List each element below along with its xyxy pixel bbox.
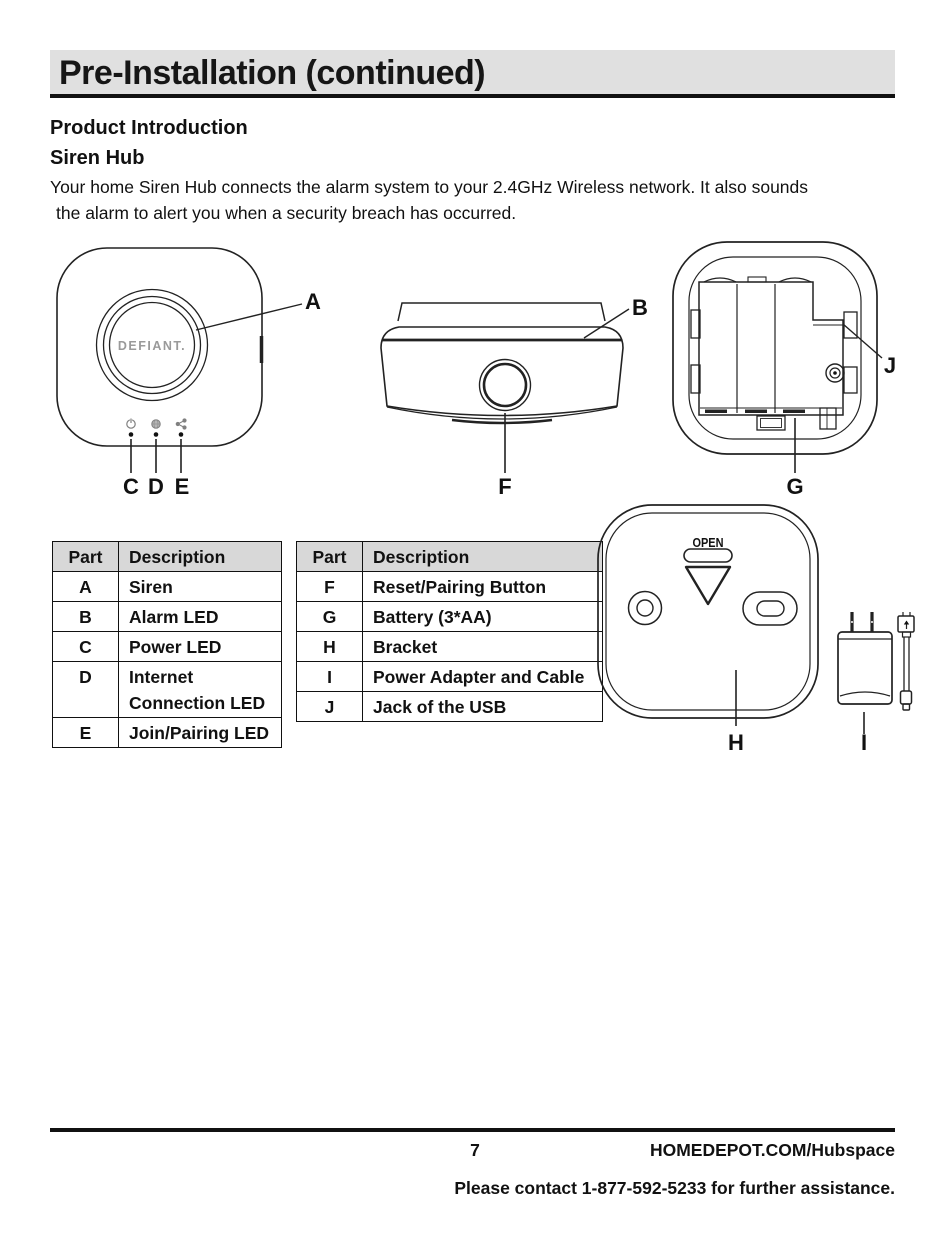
table-row: A Siren [52,571,282,602]
part-cell: H [296,631,363,662]
part-label-c: C [123,474,139,499]
hub-back-illustration [672,241,883,473]
part-label-a: A [305,289,321,314]
siren-ring-outer [95,288,209,402]
table-row: J Jack of the USB [296,691,603,722]
description-cell: Power LED [118,631,282,662]
mounting-hole-round [627,590,663,626]
accessories-diagram: OPEN [597,504,915,755]
table-header-part: Part [296,541,363,572]
table-row: I Power Adapter and Cable [296,661,603,692]
intro-paragraph-line2: the alarm to alert you when a security b… [56,203,517,223]
page-title: Pre-Installation (continued) [59,54,486,92]
mounting-hole-slot [742,591,798,626]
power-adapter-illustration [837,612,893,734]
part-label-e: E [175,474,190,499]
bracket-illustration: OPEN [597,504,819,726]
description-cell: Alarm LED [118,601,282,632]
table-row: E Join/Pairing LED [52,717,282,748]
table-row: G Battery (3*AA) [296,601,603,632]
part-label-d: D [148,474,164,499]
part-cell: F [296,571,363,602]
part-label-g: G [786,474,803,499]
description-cell: Jack of the USB [362,691,603,722]
page-header-bar: Pre-Installation (continued) [50,50,895,98]
part-cell: E [52,717,119,748]
section-title: Product Introduction [50,117,248,139]
footer-contact: Please contact 1-877-592-5233 for furthe… [454,1178,895,1198]
share-icon [175,418,187,430]
footer-website: HOMEDEPOT.COM/Hubspace [649,1140,895,1160]
part-cell: C [52,631,119,662]
part-label-b: B [632,295,648,320]
open-arrow [684,565,732,606]
table-row: B Alarm LED [52,601,282,632]
defiant-logo: DEFIANT. [118,339,186,353]
part-label-h: H [728,730,744,755]
usb-cable-illustration [897,612,915,711]
part-cell: D [52,661,119,718]
reset-button [478,358,532,412]
power-led-dot [128,432,134,437]
open-label: OPEN [693,535,724,550]
table-row: H Bracket [296,631,603,662]
table-header-part: Part [52,541,119,572]
part-cell: B [52,601,119,632]
leader-line-a [195,303,303,331]
adapter-body [837,631,893,705]
part-cell: G [296,601,363,632]
battery-compartment [698,281,844,416]
description-cell: Battery (3*AA) [362,601,603,632]
page-number: 7 [470,1140,480,1160]
description-cell: Power Adapter and Cable [362,661,603,692]
globe-icon [151,419,161,429]
table-row: F Reset/Pairing Button [296,571,603,602]
hub-front-illustration: DEFIANT. [56,247,303,473]
hub-side-illustration [380,302,630,473]
table-header-description: Description [362,541,603,572]
description-cell: Siren [118,571,282,602]
description-cell: Bracket [362,631,603,662]
intro-paragraph-line1: Your home Siren Hub connects the alarm s… [50,177,809,197]
table-header-description: Description [118,541,282,572]
description-cell: Internet Connection LED [118,661,282,718]
part-label-j: J [884,353,896,378]
part-label-f: F [498,474,511,499]
micro-usb-connector [899,690,913,705]
subsection-title: Siren Hub [50,147,145,169]
footer-divider [50,1128,895,1132]
table-row: C Power LED [52,631,282,662]
description-cell: Join/Pairing LED [118,717,282,748]
part-cell: J [296,691,363,722]
pairing-led-dot [178,432,184,437]
parts-table-accessories: Part Description F Reset/Pairing Button … [296,541,603,722]
description-cell: Reset/Pairing Button [362,571,603,602]
power-icon [126,418,136,429]
internet-led-dot [153,432,159,437]
part-label-i: I [861,730,867,755]
leader-line-j [842,323,883,359]
usb-jack [825,363,845,383]
table-row: D Internet Connection LED [52,661,282,718]
leader-line-b [583,308,630,339]
part-cell: I [296,661,363,692]
part-cell: A [52,571,119,602]
bracket-slot [683,548,733,563]
siren-hub-diagram: DEFIANT. [56,241,896,499]
parts-table-leds: Part Description A Siren B Alarm LED C P… [52,541,282,748]
